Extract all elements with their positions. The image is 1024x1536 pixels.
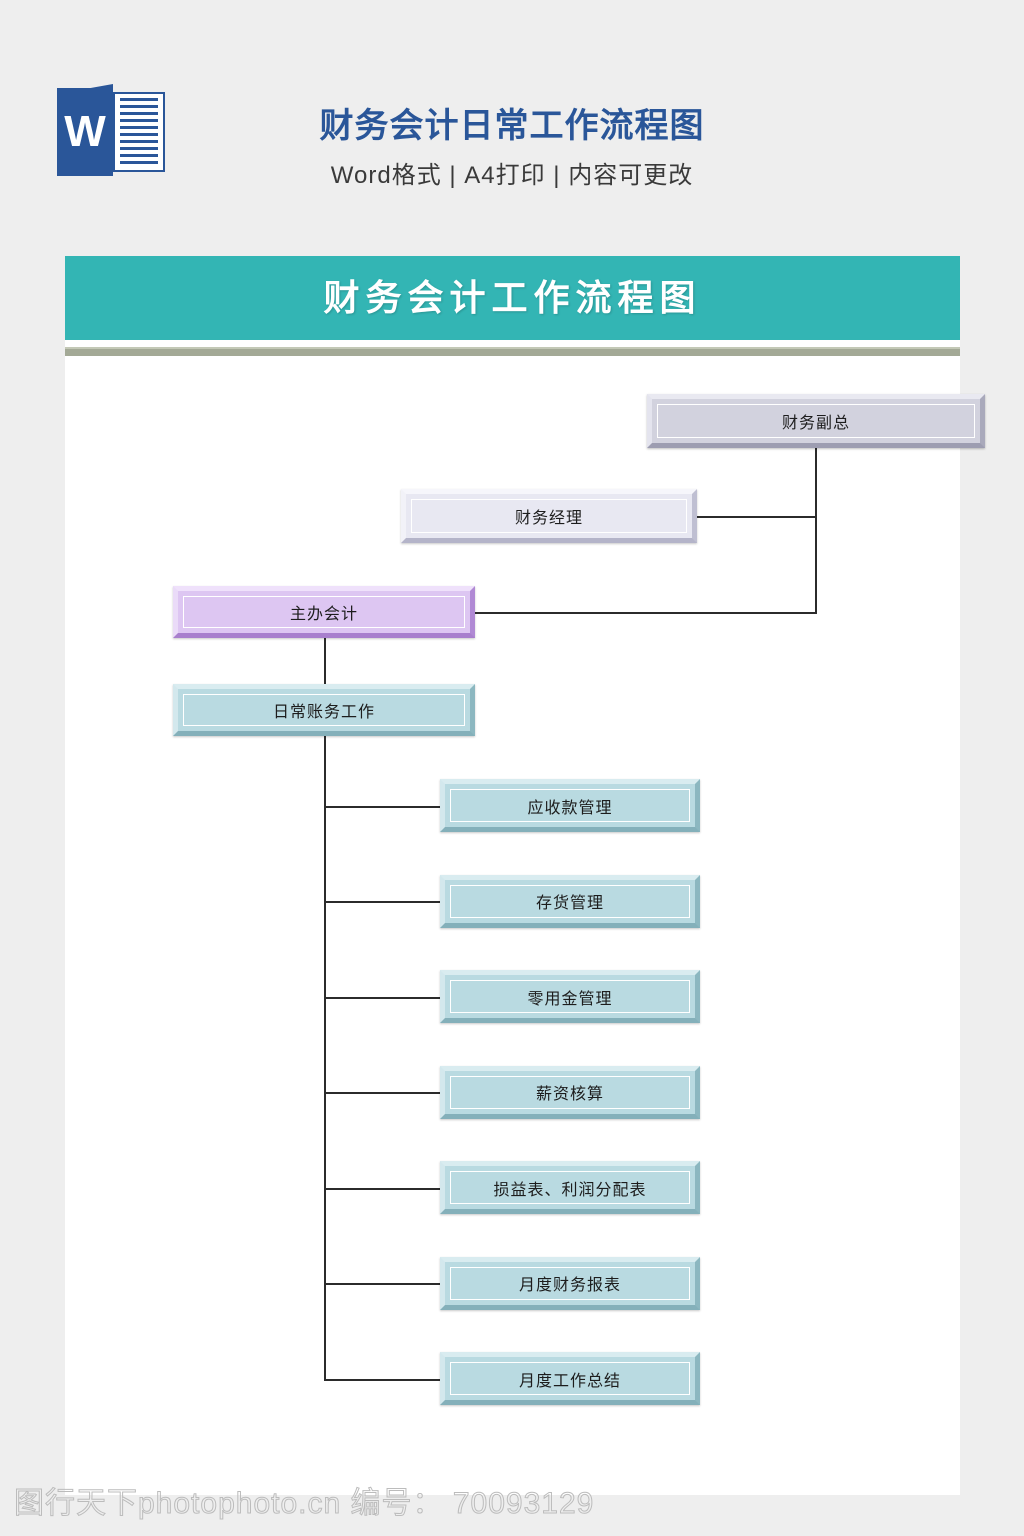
flow-node-label: 日常账务工作 <box>183 694 465 726</box>
doc-line <box>120 119 158 122</box>
flow-node-manager[interactable]: 财务经理 <box>401 489 697 543</box>
doc-line <box>120 147 158 150</box>
connector-daily-payroll <box>324 1092 440 1094</box>
flow-node-chief[interactable]: 主办会计 <box>173 586 475 638</box>
flow-node-label: 月度工作总结 <box>450 1362 690 1395</box>
flow-node-label: 财务经理 <box>411 499 687 533</box>
promo-header: W 财务会计日常工作流程图 Word格式 | A4打印 | 内容可更改 <box>0 0 1024 240</box>
word-logo-block <box>57 88 113 176</box>
document-banner: 财务会计工作流程图 <box>65 256 960 340</box>
flow-node-label: 损益表、利润分配表 <box>450 1171 690 1204</box>
connector-daily-petty <box>324 996 440 999</box>
flow-node-label: 主办会计 <box>183 596 465 628</box>
flow-node-ar[interactable]: 应收款管理 <box>440 779 700 832</box>
flow-node-label: 零用金管理 <box>450 980 690 1013</box>
connector-daily-pl <box>324 1187 440 1190</box>
connector-vp-trunk <box>815 448 817 612</box>
banner-gap <box>65 340 960 347</box>
flow-node-summary[interactable]: 月度工作总结 <box>440 1352 700 1405</box>
connector-daily-summary <box>324 1378 440 1381</box>
connector-daily-ar <box>324 805 440 808</box>
doc-line <box>120 98 158 101</box>
flow-node-label: 存货管理 <box>450 884 690 918</box>
flow-node-petty[interactable]: 零用金管理 <box>440 970 700 1023</box>
flow-node-monthly[interactable]: 月度财务报表 <box>440 1256 700 1310</box>
doc-line <box>120 154 158 157</box>
flow-node-pl[interactable]: 损益表、利润分配表 <box>440 1161 700 1214</box>
flow-node-inventory[interactable]: 存货管理 <box>440 874 700 928</box>
flowchart-canvas: 应收款管理存货管理零用金管理薪资核算损益表、利润分配表月度财务报表月度工作总结 财… <box>65 356 985 1495</box>
doc-line <box>120 126 158 129</box>
doc-line <box>120 161 158 164</box>
banner-divider <box>65 347 960 356</box>
document-banner-title: 财务会计工作流程图 <box>323 277 702 319</box>
word-logo-document <box>113 92 165 172</box>
doc-line <box>120 105 158 108</box>
word-logo-icon: W <box>57 84 169 176</box>
flow-node-label: 薪资核算 <box>450 1075 690 1109</box>
doc-line <box>120 112 158 115</box>
connector-daily-trunk <box>324 736 326 1379</box>
doc-line <box>120 133 158 136</box>
flow-node-label: 应收款管理 <box>450 789 690 822</box>
connector-vp-manager <box>697 516 815 518</box>
flow-node-payroll[interactable]: 薪资核算 <box>440 1065 700 1119</box>
flow-node-label: 财务副总 <box>657 404 975 438</box>
connector-daily-inventory <box>324 901 440 903</box>
flow-node-daily[interactable]: 日常账务工作 <box>173 684 475 736</box>
connector-chief-daily <box>324 638 326 684</box>
flow-node-vp[interactable]: 财务副总 <box>647 394 985 448</box>
page-title: 财务会计日常工作流程图 <box>319 107 705 145</box>
document-page: 财务会计工作流程图 应收款管理存货管理零用金管理薪资核算损益表、利润分配表月度财… <box>65 256 985 1495</box>
doc-line <box>120 140 158 143</box>
connector-vp-chief <box>471 612 817 614</box>
connector-daily-monthly <box>324 1283 440 1285</box>
watermark-text: 图行天下photophoto.cn 编号： 70093129 <box>13 1487 595 1521</box>
word-logo-letter: W <box>64 107 106 156</box>
page-subtitle: Word格式 | A4打印 | 内容可更改 <box>330 162 694 189</box>
flow-node-label: 月度财务报表 <box>450 1266 690 1300</box>
